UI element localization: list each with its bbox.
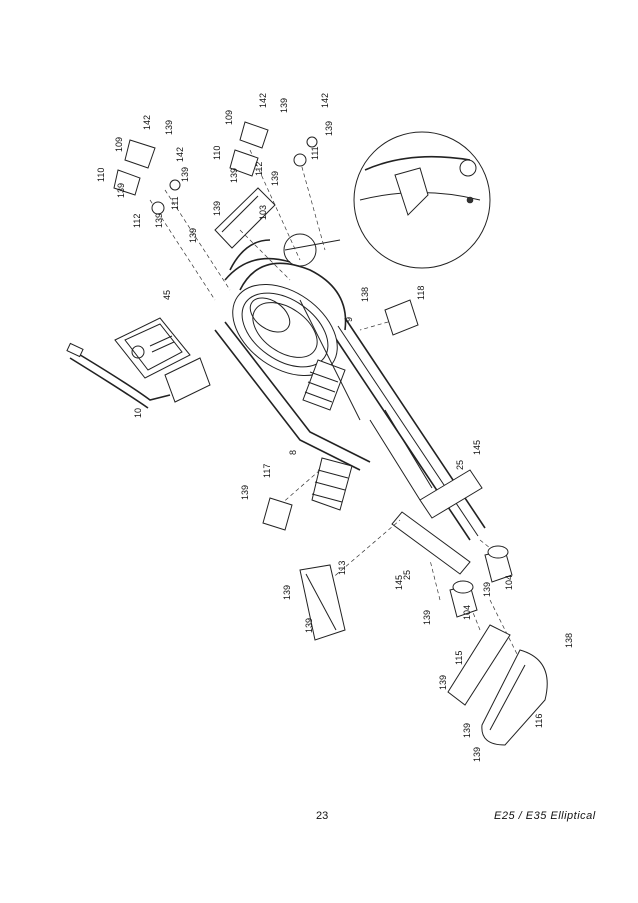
part-label-139: 139 [324,121,334,136]
part-label-112: 112 [132,214,142,228]
foot-104-a [484,545,513,583]
part-label-112: 112 [254,162,264,176]
flywheel-shroud [232,262,347,377]
part-label-104: 104 [462,605,472,620]
bracket-109-right [239,121,269,149]
pedal-left [302,359,346,411]
part-label-25: 25 [455,460,465,470]
part-label-139: 139 [282,585,292,600]
part-label-139: 139 [472,747,482,762]
part-label-116: 116 [534,714,544,728]
end-cap-117 [262,497,293,531]
part-label-139: 139 [279,98,289,113]
pedal-right [311,457,353,511]
part-label-139: 139 [164,120,174,135]
pivot-111-left [151,179,181,215]
bracket-110-right [229,149,259,177]
handlebar-arms [214,239,371,471]
part-label-139: 139 [180,167,190,182]
part-label-103: 103 [258,205,268,220]
cover-115 [447,624,511,706]
console-assembly [66,317,211,409]
part-label-10: 10 [133,408,143,418]
part-label-142: 142 [258,93,268,108]
part-label-139: 139 [188,228,198,243]
part-label-139: 139 [116,183,126,198]
main-frame-rail [329,317,486,575]
part-label-109: 109 [224,110,234,125]
part-label-139: 139 [270,171,280,186]
part-label-138: 138 [360,287,370,302]
part-label-139: 139 [438,675,448,690]
cover-103 [214,187,276,249]
part-label-145: 145 [394,575,404,590]
part-label-142: 142 [142,115,152,130]
part-label-139: 139 [482,582,492,597]
part-label-139: 139 [462,723,472,738]
part-label-111: 111 [170,196,180,210]
part-label-142: 142 [320,93,330,108]
end-cap-118 [384,299,419,336]
part-label-110: 110 [96,168,106,182]
pivot-111-right [293,136,318,167]
part-label-113: 113 [337,561,347,575]
bracket-110-left [113,169,141,196]
part-label-25: 25 [402,570,412,580]
part-label-45: 45 [162,290,172,300]
part-label-111: 111 [310,146,320,160]
footer-title: E25 / E35 Elliptical [494,810,596,822]
cover-113 [299,564,346,641]
part-label-142: 142 [175,147,185,162]
part-label-118: 118 [416,286,426,300]
part-label-115: 115 [454,651,464,665]
part-label-145: 145 [472,440,482,455]
page-number: 23 [316,810,329,822]
part-label-139: 139 [240,485,250,500]
part-label-139: 139 [154,213,164,228]
part-label-110: 110 [212,146,222,160]
part-label-117: 117 [262,464,272,478]
part-label-138: 138 [564,633,574,648]
foot-104-b [449,580,478,618]
part-label-104: 104 [504,575,514,590]
cover-116 [481,649,548,746]
part-label-139: 139 [304,618,314,633]
detail-zoom-circle [283,131,491,269]
part-label-139: 139 [422,610,432,625]
part-label-9: 9 [344,317,354,322]
part-label-139: 139 [212,201,222,216]
part-label-109: 109 [114,137,124,152]
part-label-139: 139 [229,168,239,183]
part-label-8: 8 [288,450,298,455]
bracket-109-left [124,139,156,169]
assembly-leader-lines [149,149,521,661]
